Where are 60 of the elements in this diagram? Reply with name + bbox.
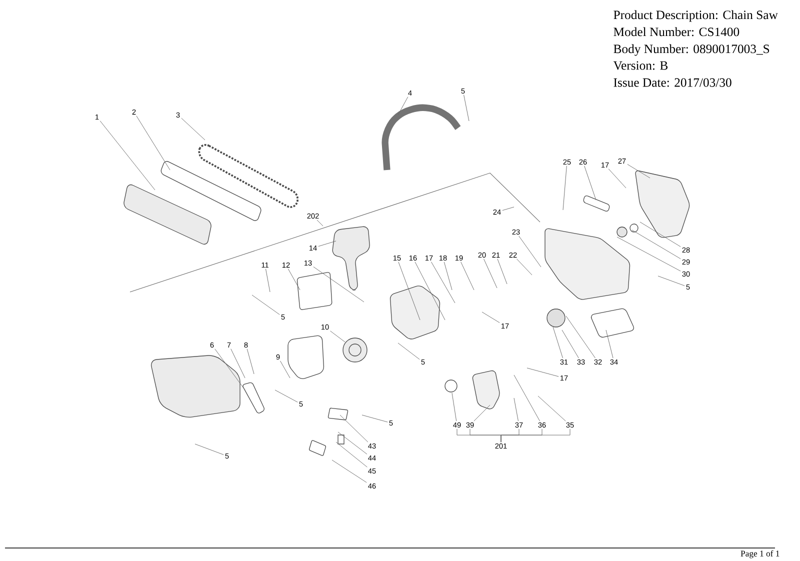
leader-line bbox=[265, 268, 270, 292]
leader-line bbox=[340, 414, 368, 442]
leader-line bbox=[608, 168, 626, 188]
leader-line bbox=[398, 96, 408, 116]
leader-line bbox=[362, 414, 388, 422]
leader-line bbox=[280, 360, 290, 378]
leader-line bbox=[246, 348, 254, 374]
leader-line bbox=[562, 166, 567, 210]
leader-line bbox=[214, 348, 246, 390]
leader-line bbox=[181, 118, 206, 140]
leader-line bbox=[136, 116, 170, 170]
leader-line bbox=[100, 120, 156, 190]
page-number: Page 1 of 1 bbox=[740, 550, 780, 558]
leader-line bbox=[566, 316, 596, 358]
leader-line bbox=[313, 266, 364, 302]
leader-line bbox=[514, 398, 519, 422]
leader-line bbox=[464, 94, 470, 122]
leader-line bbox=[318, 240, 336, 247]
leader-line bbox=[526, 368, 559, 377]
leader-line bbox=[514, 374, 540, 422]
leader-line bbox=[658, 276, 685, 286]
leader-line bbox=[632, 230, 681, 260]
leader-line bbox=[316, 220, 324, 226]
leader-line bbox=[338, 432, 368, 454]
leader-line bbox=[274, 390, 298, 402]
leader-line bbox=[552, 326, 563, 358]
leader-line bbox=[431, 262, 456, 304]
leader-line bbox=[414, 262, 446, 320]
header-text: Body Number: 0890017003_S bbox=[614, 44, 770, 56]
leader-line bbox=[252, 294, 280, 315]
leader-line bbox=[460, 262, 474, 290]
leader-line bbox=[194, 444, 224, 455]
leader-line bbox=[230, 348, 246, 378]
header-text: Model Number: CS1400 bbox=[614, 27, 740, 36]
leader-line bbox=[584, 166, 596, 200]
leader-line bbox=[398, 262, 420, 320]
leader-line bbox=[562, 330, 579, 358]
leader-line bbox=[474, 404, 490, 422]
leader-line bbox=[482, 312, 500, 323]
header-text: Product Description: Chain Saw bbox=[614, 10, 778, 22]
leader-line bbox=[516, 258, 532, 276]
leader-line bbox=[497, 258, 508, 284]
leader-line bbox=[288, 268, 300, 290]
leader-line bbox=[336, 442, 368, 468]
leader-line bbox=[500, 428, 570, 442]
header-text: Version: B bbox=[613, 61, 668, 70]
leader-line bbox=[616, 236, 681, 272]
header-text: Issue Date: 2017/03/30 bbox=[614, 78, 732, 87]
leader-line bbox=[398, 342, 420, 360]
leader-line bbox=[484, 258, 498, 288]
leader-line bbox=[330, 330, 346, 342]
leader-line bbox=[502, 206, 514, 211]
leader-line bbox=[640, 222, 681, 247]
leader-line bbox=[332, 460, 367, 483]
leader-line bbox=[518, 236, 542, 268]
leader-line bbox=[606, 330, 614, 358]
leader-line bbox=[444, 262, 452, 290]
leader-line bbox=[452, 392, 457, 422]
leader-line bbox=[538, 396, 566, 422]
leader-line bbox=[627, 164, 650, 178]
